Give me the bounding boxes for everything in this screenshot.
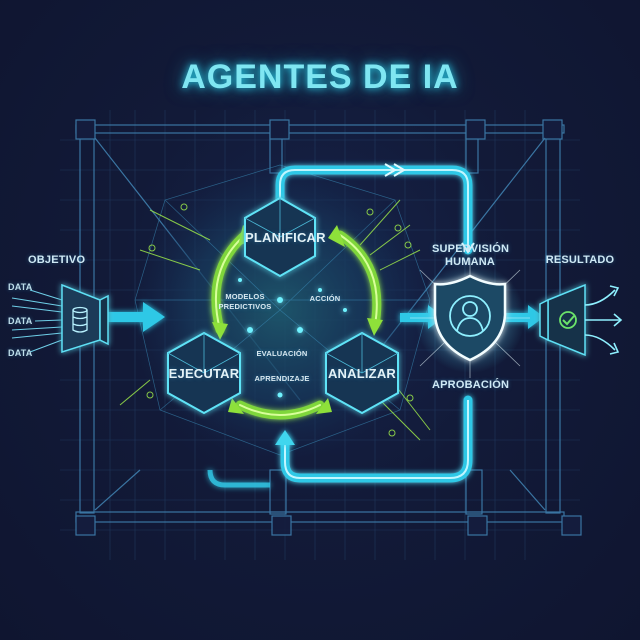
shield-user-icon xyxy=(433,274,507,362)
supervision-label-line1: SUPERVISIÓN xyxy=(432,243,510,255)
hexagon-cube-icon xyxy=(325,333,399,374)
chevron-right-icon xyxy=(393,163,406,177)
result-funnel xyxy=(539,283,586,357)
result-label: RESULTADO xyxy=(545,254,615,266)
arrow-head-icon xyxy=(367,318,383,336)
arrow-up-icon xyxy=(275,430,295,445)
label-modelos-line1: MODELOS xyxy=(225,292,265,301)
node-ejecutar: EJECUTAR xyxy=(168,366,240,381)
approval-label: APROBACIÓN xyxy=(432,379,510,391)
node-planificar: PLANIFICAR xyxy=(245,230,326,245)
objective-label: OBJETIVO xyxy=(28,254,86,266)
flow-path-top xyxy=(275,165,473,255)
data-label: DATA xyxy=(8,316,33,326)
label-evaluacion: EVALUACIÓN xyxy=(256,349,308,358)
supervision-label-line2: HUMANA xyxy=(444,256,496,268)
arrow-head-icon xyxy=(316,398,332,414)
chevron-right-icon xyxy=(384,163,397,177)
hexagon-cube-icon xyxy=(167,333,241,374)
arrow-head-icon xyxy=(228,398,244,414)
data-label: DATA xyxy=(8,282,33,292)
hexagon-cube-icon xyxy=(244,198,316,238)
data-label: DATA xyxy=(8,348,33,358)
input-arrow xyxy=(100,302,165,332)
checkmark-icon xyxy=(559,311,577,329)
page-title: AGENTES DE IA xyxy=(181,58,459,96)
circuit-traces xyxy=(119,199,431,441)
database-icon xyxy=(72,306,88,333)
output-arrows xyxy=(584,285,623,355)
label-accion: ACCIÓN xyxy=(309,294,341,303)
label-aprendizaje: APRENDIZAJE xyxy=(254,374,310,383)
arrow-down-icon xyxy=(461,242,475,254)
flow-path-bottom xyxy=(207,395,473,488)
label-modelos-line2: PREDICTIVOS xyxy=(218,302,272,311)
cycle-arrows xyxy=(211,230,382,420)
input-funnel xyxy=(61,283,109,354)
data-input-lines xyxy=(11,289,63,353)
node-analizar: ANALIZAR xyxy=(327,366,397,381)
arrow-head-icon xyxy=(212,322,228,340)
arrow-head-icon xyxy=(328,225,345,247)
